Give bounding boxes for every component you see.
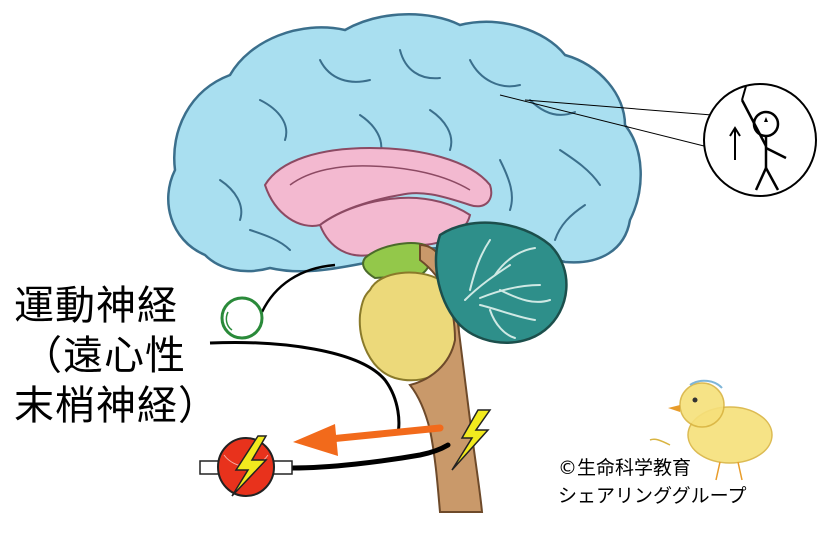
- credit-line-1: ©生命科学教育: [558, 457, 692, 479]
- motor-nerve-line: [209, 341, 401, 433]
- neuron-link-line: [260, 263, 336, 313]
- chick-icon: [649, 379, 773, 481]
- credit-line-2: シェアリンググループ: [558, 485, 747, 507]
- label-motor-nerve: 運動神経: [14, 283, 178, 329]
- neuron-cell-body: [220, 296, 264, 340]
- lightning-bolt-icon: [451, 409, 492, 471]
- label-efferent: （遠心性: [22, 333, 186, 379]
- label-peripheral-nerve: 末梢神経）: [14, 383, 219, 429]
- muscle-spark-icon: [231, 435, 268, 497]
- stick-figure-raising-hand-icon: [499, 83, 817, 197]
- cerebellum: [434, 221, 568, 344]
- axon-to-muscle-line: [289, 442, 451, 471]
- signal-arrow: [293, 424, 444, 456]
- muscle: [199, 435, 293, 497]
